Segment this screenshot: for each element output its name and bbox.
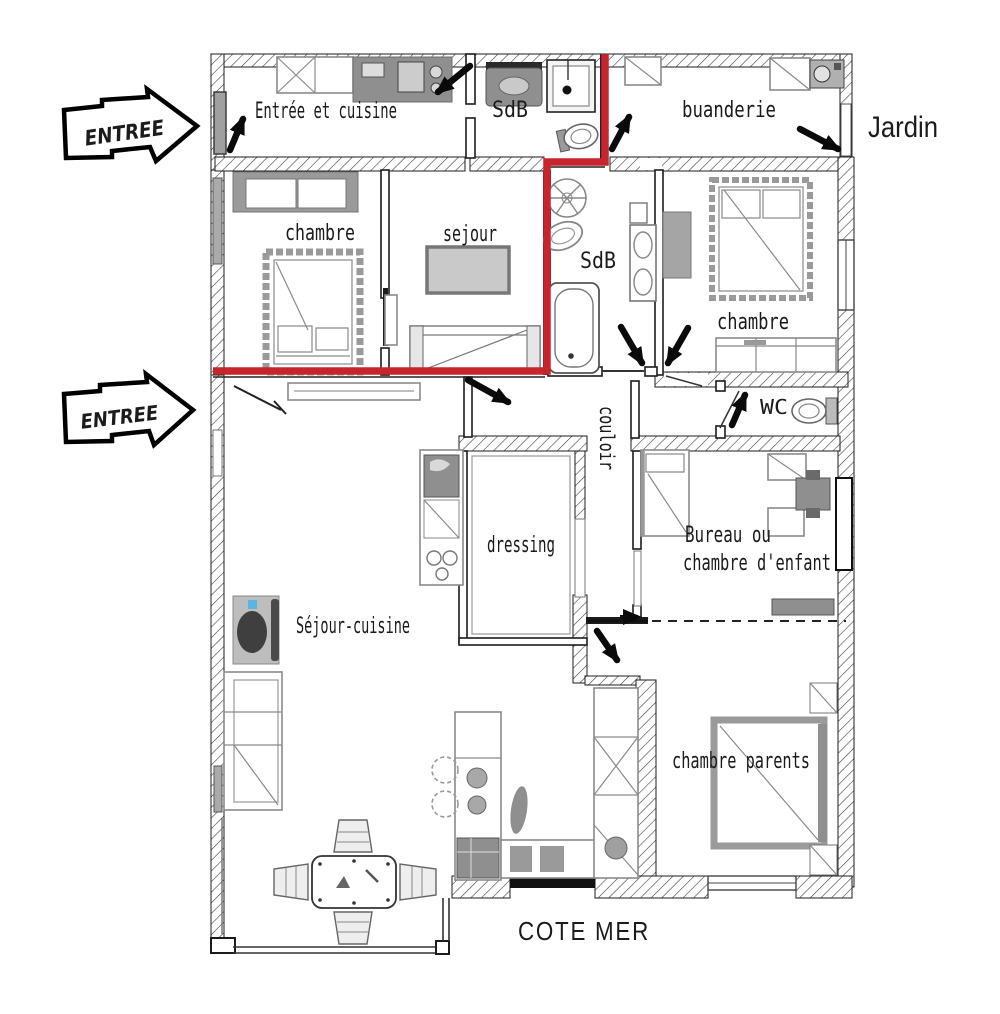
label-jardin: Jardin [868,111,938,144]
window [212,177,223,265]
chair-icon [273,863,309,901]
person-icon [510,786,528,834]
door-panel [633,550,642,607]
bed-icon-bureau [640,449,690,537]
entry-door [213,91,227,155]
toilet-icon-sdb-top [555,123,599,153]
label-bureau-line1: Bureau ou [685,523,771,548]
dresser-icon [715,337,837,373]
label-sdb-middle: SdB [580,249,616,274]
toilet-icon-wc [791,397,838,425]
chair-icon [795,477,831,511]
marker-arrow-kitchen [434,62,474,96]
window [213,765,223,813]
marker-arrow-chambre-door [664,324,692,367]
basin-icon [629,202,657,302]
label-cote-mer: COTE MER [518,916,650,946]
cabinet-icon-buanderie-left [624,56,662,86]
entree-block-arrow-top: ENTREE [61,84,201,165]
cabinet-icon-sejour-cuisine [223,671,283,811]
marker-arrow-jardin-door [796,125,842,153]
label-chambre-parents: chambre parents [672,749,810,774]
label-couloir: couloir [595,406,619,470]
shelf-icon [384,294,398,346]
stool-icon [431,756,459,784]
label-sejour: sejour [443,222,497,247]
kitchen-column-icon [419,449,464,586]
bed-icon-chambre-left [262,248,364,376]
blue-marker [248,600,257,609]
fan-plant-icon [547,178,587,218]
furniture [223,56,845,945]
highlight-route-line [213,54,609,375]
bed-icon-parents [710,682,838,876]
label-dressing: dressing [487,533,555,558]
label-bureau-line2: chambre d'enfant [683,551,831,576]
closet-rail-icon [471,455,571,635]
radiator-icon [287,382,421,401]
annotation-arrows [226,62,842,664]
marker-arrow-sdb-door [617,323,646,367]
door-swing-line [233,385,282,411]
chair-icon [333,819,373,853]
kitchen-u-icon [431,687,639,881]
label-buanderie: buanderie [682,98,776,123]
door-swing-tick [273,400,287,415]
bay-window [210,898,450,955]
marker-arrow-parents [593,627,621,664]
marker-arrow-sdb-top [608,113,633,153]
label-sdb-top: SdB [492,98,528,123]
windows [210,91,855,955]
marker-arrow-couloir [464,376,512,406]
wardrobe-icon [662,211,692,279]
label-wc: WC [760,395,788,419]
chair-icon [333,911,373,945]
bed-icon-chambre-right [709,177,813,301]
kitchen-counter-icon [276,56,453,103]
washer-dryer-icon [769,57,845,91]
window [212,429,223,477]
marker-arrow-wc [728,391,749,429]
label-chambre-left: chambre [285,221,355,246]
table-icon-sejour [425,245,511,295]
bathtub-icon [548,282,600,374]
desk-icon [767,453,831,537]
chair-icon [399,863,437,901]
marker-arrow-entry [226,115,247,154]
room-labels: Entrée et cuisine SdB buanderie chambre … [255,98,831,774]
window [510,877,595,888]
entree-block-arrow-bottom: ENTREE [61,368,197,449]
stove-icon [232,595,280,665]
label-entree-cuisine: Entrée et cuisine [255,99,397,124]
dining-table-icon [273,819,437,945]
stool-icon [431,790,459,818]
shower-icon [546,59,596,113]
vanity-icon [485,62,543,107]
bench-icon-sejour [409,325,541,373]
label-sejour-cuisine: Séjour-cuisine [296,614,410,639]
door-panel [574,518,586,598]
sofa-icon [232,171,359,213]
bench-icon-bureau [771,598,835,616]
window [835,477,853,571]
label-chambre-right: chambre [717,310,789,335]
